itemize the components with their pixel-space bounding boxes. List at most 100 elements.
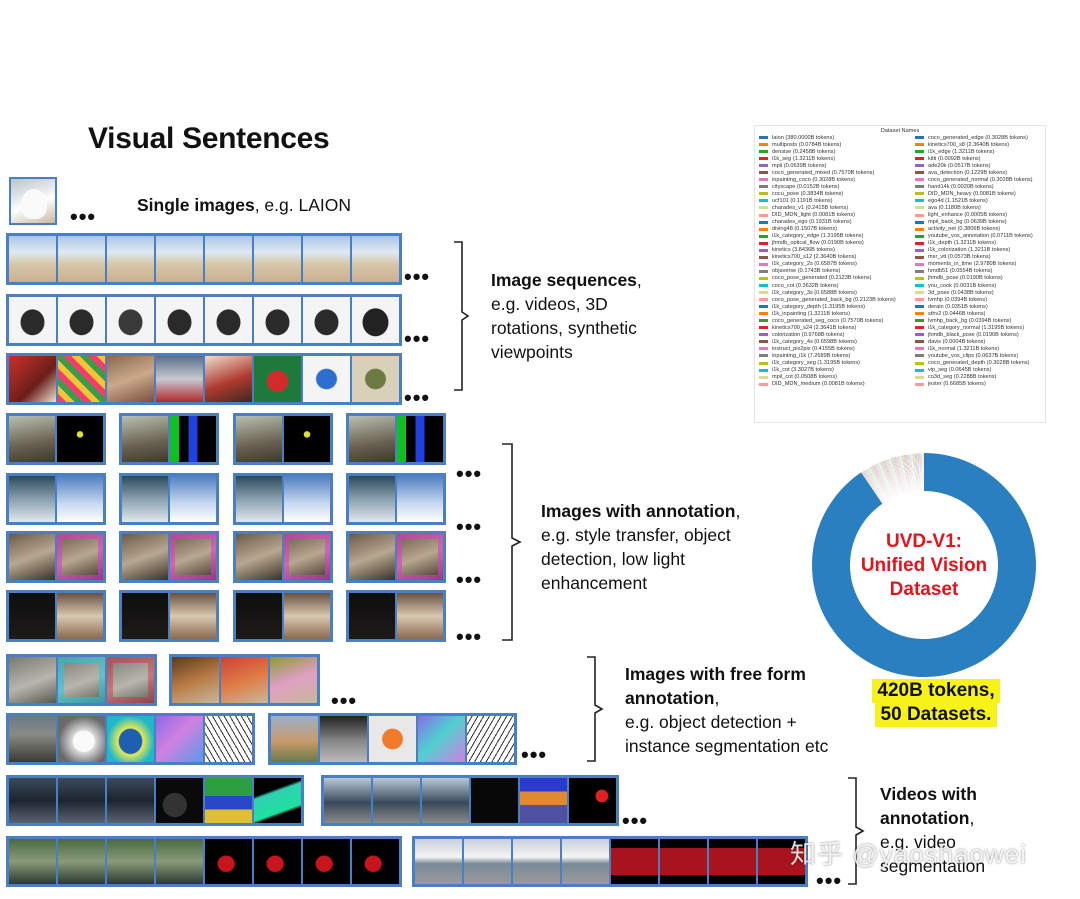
frame: [463, 838, 512, 885]
legend-swatch: [759, 199, 768, 203]
legend-label: lvmhp_back_bg (0.0394B tokens): [928, 317, 1012, 324]
legend-entry: you_cook (0.0031B tokens): [915, 282, 1033, 289]
frame: [302, 296, 351, 344]
legend-swatch: [759, 382, 768, 386]
legend-swatch: [915, 312, 924, 316]
legend-swatch: [915, 361, 924, 365]
legend-label: kinetics700_s8 (2.3640B tokens): [928, 141, 1010, 148]
legend-swatch: [759, 220, 768, 224]
frame: [155, 296, 204, 344]
legend-entry: i1k_category_edge (1.3195B tokens): [759, 233, 896, 240]
legend-swatch: [759, 136, 768, 140]
frame: [155, 235, 204, 283]
freeform-strip-2b: [268, 713, 517, 765]
legend-label: instruct_pix2pix (0.4155B tokens): [772, 345, 855, 352]
cat-image: [9, 177, 57, 225]
video-strip-1b: [321, 775, 619, 826]
label-free-form-annotation: Images with free form annotation, e.g. o…: [625, 664, 829, 756]
brace-freeform: [587, 656, 604, 762]
video-strip-2a: [6, 836, 402, 887]
source-image: [8, 475, 56, 523]
legend-entry: coco_generated_seg_coco (0.7570B tokens): [759, 317, 896, 324]
legend-label: youtube_vos_annotation (0.0711B tokens): [928, 233, 1033, 240]
legend-swatch: [759, 284, 768, 287]
legend-label: i1k_depth (1.3211B tokens): [928, 240, 996, 247]
legend-swatch: [915, 305, 924, 309]
legend-swatch: [759, 143, 768, 147]
frame: [568, 777, 617, 824]
legend-entry: lvmhp_back_bg (0.0394B tokens): [915, 317, 1033, 324]
legend-label: coco_pose_generated (0.2123B tokens): [772, 275, 872, 282]
frame: [57, 355, 106, 403]
legend-entry: laion (380.0000B tokens): [759, 134, 896, 141]
legend-swatch: [759, 213, 768, 217]
legend-label: inpainting_i1k (7.2689B tokens): [772, 352, 851, 359]
frame: [253, 235, 302, 283]
brace-videos: [848, 777, 865, 885]
ellipsis: •••: [622, 808, 649, 833]
ellipsis: •••: [404, 264, 431, 289]
frame: [204, 355, 253, 403]
frame: [466, 715, 515, 763]
legend-label: kinetics (3.8436B tokens): [772, 247, 835, 254]
annotation-pair: [346, 590, 446, 642]
frame: [417, 715, 466, 763]
legend-swatch: [915, 284, 924, 287]
legend-label: vip_seg (0.0645B tokens): [928, 367, 992, 374]
legend-swatch: [915, 199, 924, 203]
annotated-image: [396, 533, 444, 581]
frame: [106, 838, 155, 885]
legend-entry: cityscape (0.0152B tokens): [759, 183, 896, 190]
legend-swatch: [915, 319, 924, 323]
horse-sequence-strip: [6, 233, 402, 285]
annotation-pair: [6, 413, 106, 465]
legend-swatch: [915, 234, 924, 238]
annotated-image: [283, 592, 331, 640]
video-strip-2b: [412, 836, 808, 887]
frame: [204, 235, 253, 283]
legend-label: multiposts (0.0784B tokens): [772, 141, 842, 148]
legend-swatch: [915, 248, 924, 252]
source-image: [235, 592, 283, 640]
legend-label: DID_MDN_heavy (0.0081B tokens): [928, 190, 1016, 197]
ellipsis: •••: [521, 742, 548, 767]
legend-entry: i1k_depth (1.3211B tokens): [915, 240, 1033, 247]
legend-label: mpii (0.0639B tokens): [772, 162, 827, 169]
legend-entry: coco_cot (0.3632B tokens): [759, 282, 896, 289]
legend-swatch: [915, 241, 924, 245]
annotation-pair: [233, 590, 333, 642]
legend-label: co3d_seg (0.2288B tokens): [928, 374, 997, 381]
legend-label: davis (0.0004B tokens): [928, 338, 986, 345]
legend-label: i1k_normal (1.3211B tokens): [928, 345, 1000, 352]
legend-swatch: [759, 305, 768, 309]
frame: [302, 838, 351, 885]
annotated-image: [169, 592, 217, 640]
legend-entry: i1k_category_4s (0.6598B tokens): [759, 338, 896, 345]
legend-entry: i1k_normal (1.3211B tokens): [915, 345, 1033, 352]
legend-swatch: [759, 150, 768, 154]
legend-swatch: [915, 206, 924, 210]
legend-label: charades_ego (0.1931B tokens): [772, 219, 852, 226]
label-single-images: Single images, e.g. LAION: [137, 195, 351, 215]
frame: [319, 715, 368, 763]
legend-label: coco_cot (0.3632B tokens): [772, 282, 839, 289]
frame: [323, 777, 372, 824]
label-videos-with-annotation: Videos with annotation, e.g. video segme…: [880, 784, 986, 876]
frame: [106, 715, 155, 763]
legend-entry: kinetics (3.8436B tokens): [759, 247, 896, 254]
legend-entry: coco_generated_depth (0.3028B tokens): [915, 360, 1033, 367]
annotated-image: [283, 415, 331, 463]
legend-label: ucf101 (0.1191B tokens): [772, 197, 833, 204]
annotation-pair: [119, 531, 219, 583]
legend-swatch: [915, 347, 924, 351]
frame: [708, 838, 757, 885]
legend-swatch: [915, 262, 924, 266]
legend-entry: i1k_category_3s (0.6588B tokens): [759, 289, 896, 296]
token-count-highlight: 420B tokens,: [872, 679, 1000, 703]
freeform-strip-2a: [6, 713, 255, 765]
frame: [106, 777, 155, 824]
source-image: [8, 592, 56, 640]
legend-entry: vip_seg (0.0645B tokens): [915, 367, 1033, 374]
legend-swatch: [915, 220, 924, 224]
legend-swatch: [915, 178, 924, 182]
